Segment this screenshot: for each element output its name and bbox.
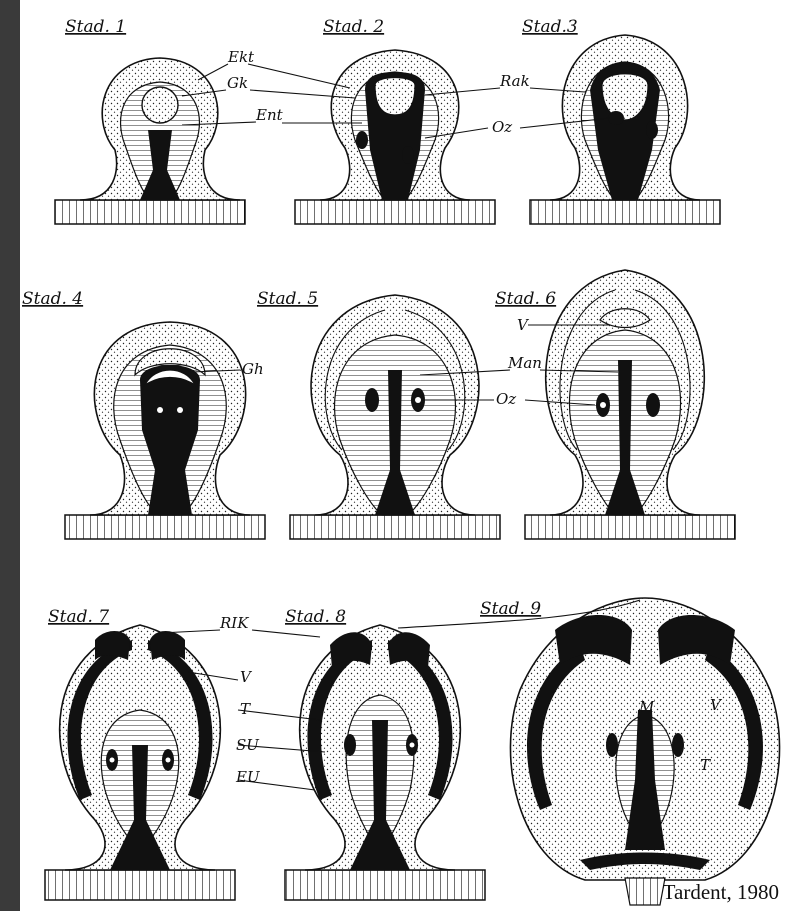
label-t-s9: T [700,756,711,774]
label-rak: Rak [499,72,530,90]
embryo-stage-3 [530,35,720,224]
label-oz-mid: Oz [496,390,516,408]
label-oz-top: Oz [492,118,512,136]
label-rik: RIK [219,614,249,632]
stage-8-title: Stad. 8 [285,607,346,627]
embryo-stages-figure: Stad. 1 Stad. 2 Stad.3 Stad. 4 Stad. 5 S… [20,0,785,911]
diagram-sheet: Stad. 1 Stad. 2 Stad.3 Stad. 4 Stad. 5 S… [20,0,785,911]
stage-4-title: Stad. 4 [22,289,83,309]
stage-6-title: Stad. 6 [495,289,556,309]
stage-7-title: Stad. 7 [48,607,109,627]
label-t-bot: T [240,700,251,718]
embryo-stage-9 [510,598,779,905]
embryo-stage-8 [285,625,485,900]
stage-2-title: Stad. 2 [323,17,384,37]
label-m: M [638,698,655,716]
label-eu: EU [235,768,261,786]
stage-3-title: Stad.3 [522,17,578,37]
embryo-stage-5 [290,295,500,539]
label-man: Man [507,354,542,372]
stage-1-title: Stad. 1 [65,17,126,37]
stage-9-title: Stad. 9 [480,599,541,619]
embryo-stage-1 [55,58,245,224]
embryo-stage-7 [45,625,235,900]
label-ekt: Ekt [227,48,255,66]
embryo-stage-2 [295,50,495,224]
label-gk: Gk [227,74,248,92]
label-v-bot: V [240,668,253,686]
stage-5-title: Stad. 5 [257,289,318,309]
label-gh: Gh [242,360,264,378]
label-ent: Ent [255,106,284,124]
source-credit: Tardent, 1980 [663,880,779,905]
embryo-stage-4 [65,322,265,539]
label-su: SU [236,736,260,754]
embryo-stage-6 [525,270,735,539]
